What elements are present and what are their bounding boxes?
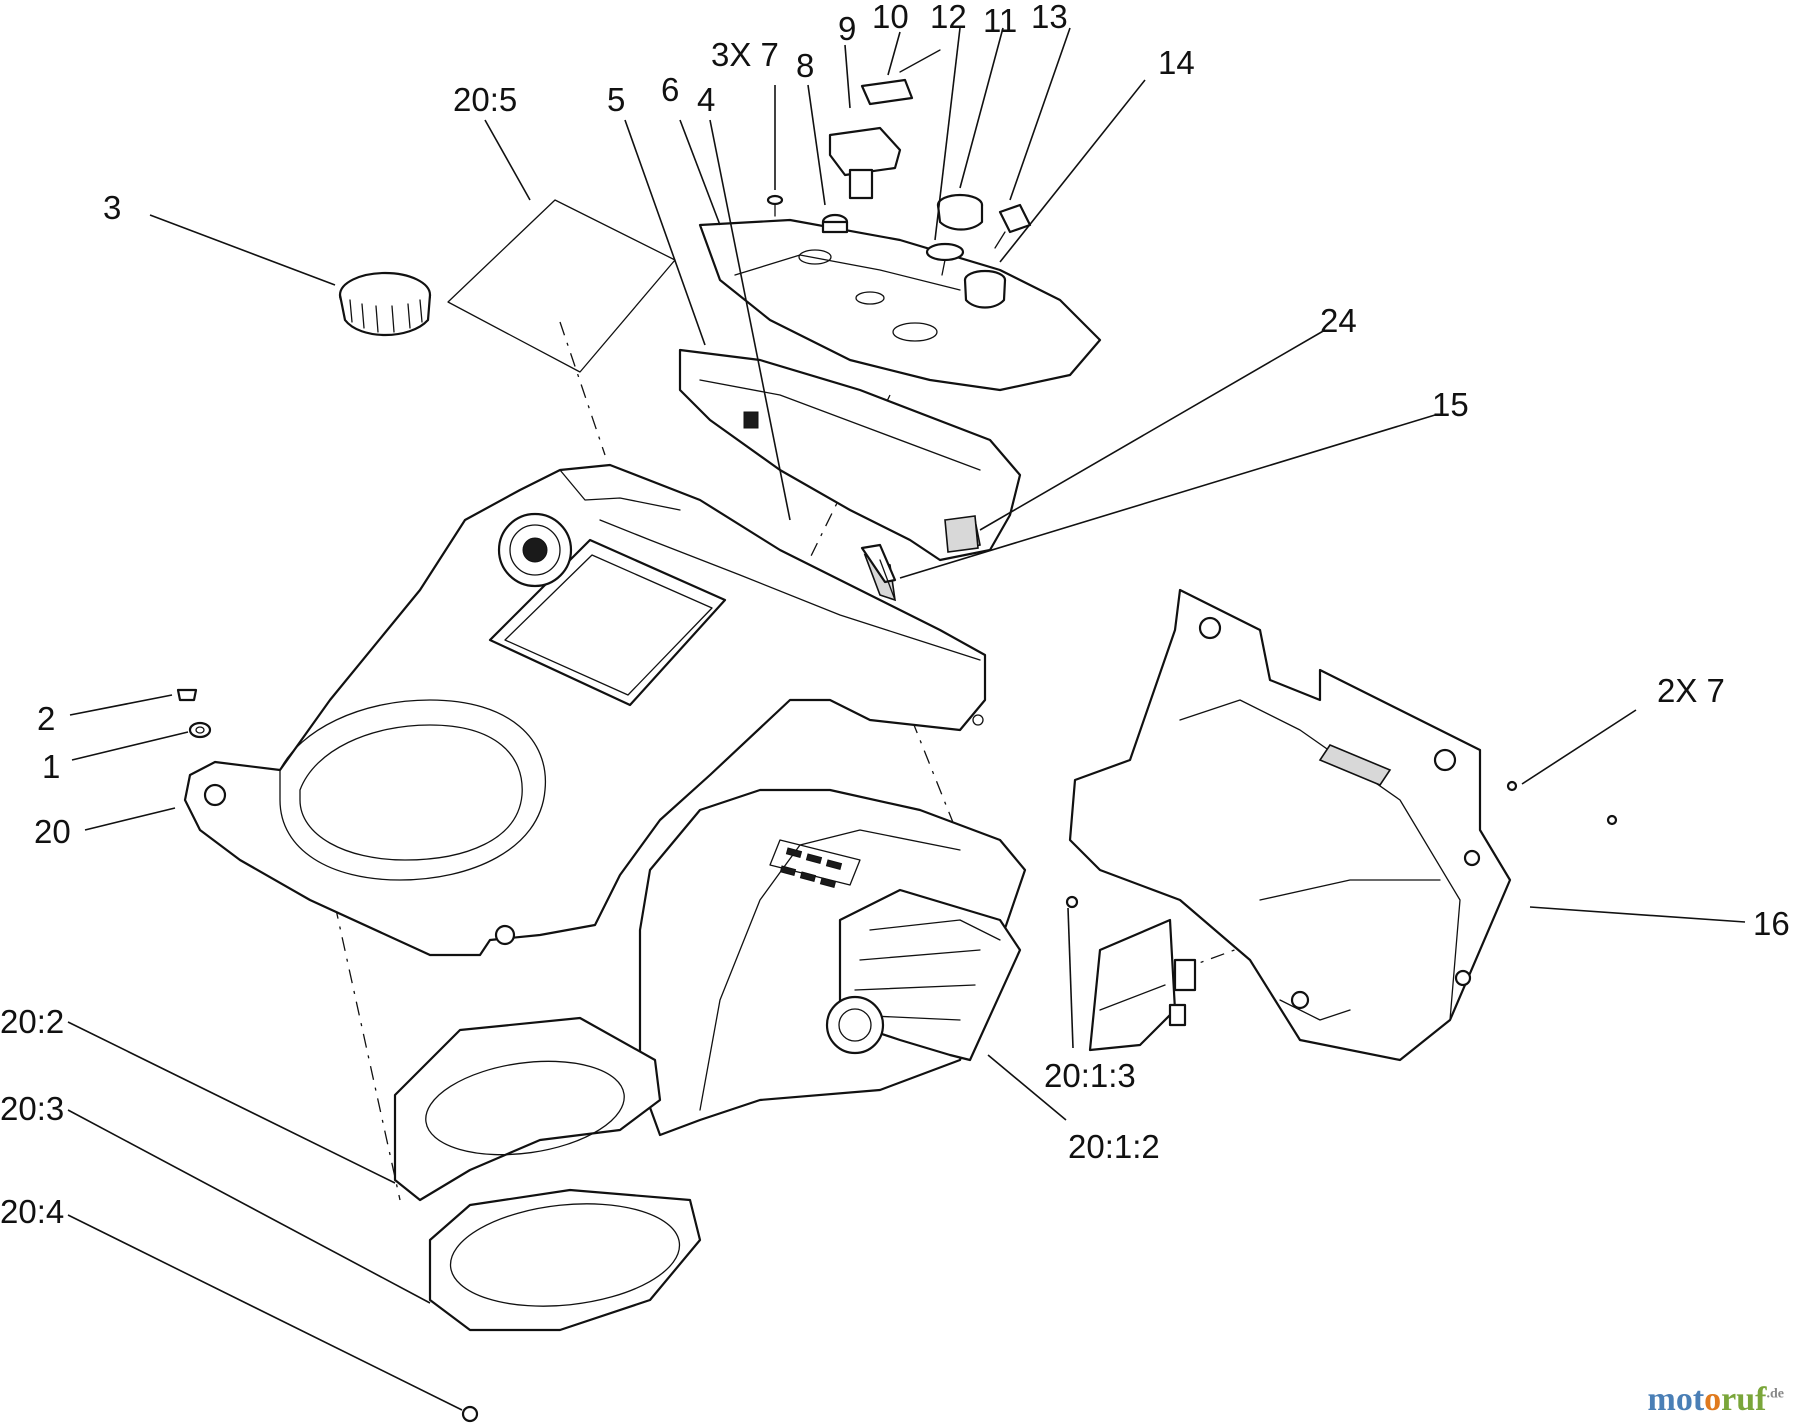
callout-20-1-3: 20:1:3 <box>1044 1057 1136 1094</box>
callout-9: 9 <box>838 10 856 47</box>
part-20-4-screw[interactable] <box>461 1405 479 1423</box>
part-20-1-3-bracket[interactable] <box>1065 895 1197 1052</box>
callout-20-1-2: 20:1:2 <box>1068 1128 1160 1165</box>
watermark-part1: mot <box>1647 1381 1705 1418</box>
callout-3x7: 3X 7 <box>711 36 779 73</box>
callout-24: 24 <box>1320 302 1357 339</box>
callout-20: 20 <box>34 813 71 850</box>
watermark-part2: o <box>1704 1381 1722 1418</box>
callout-16: 16 <box>1753 905 1790 942</box>
part-24-switch[interactable] <box>944 515 979 553</box>
callout-3: 3 <box>103 189 121 226</box>
callout-2x7: 2X 7 <box>1657 672 1725 709</box>
part-20-3-ring[interactable] <box>428 1188 702 1332</box>
watermark-suffix: .de <box>1766 1386 1785 1402</box>
callout-1: 1 <box>42 748 60 785</box>
callout-15: 15 <box>1432 386 1469 423</box>
part-20-5-decal[interactable] <box>447 199 676 373</box>
callout-20-3: 20:3 <box>0 1090 64 1127</box>
callout-20-5: 20:5 <box>453 81 517 118</box>
callout-6: 6 <box>661 71 679 108</box>
callout-11: 11 <box>983 2 1017 39</box>
callout-8: 8 <box>796 47 814 84</box>
part-20-2-gasket[interactable] <box>393 1016 662 1202</box>
part-12-bezel[interactable] <box>925 242 965 276</box>
part-9-choke-knob[interactable] <box>828 126 902 200</box>
part-6-top-panel[interactable] <box>698 218 1102 392</box>
callout-20-4: 20:4 <box>0 1193 64 1230</box>
callout-10: 10 <box>872 0 909 35</box>
watermark-part3: ruf <box>1721 1381 1767 1418</box>
vent-slots <box>779 847 843 889</box>
part-15-clip[interactable] <box>860 543 897 601</box>
leader-lines <box>67 27 1746 1411</box>
callout-12: 12 <box>930 0 967 35</box>
callout-labels: 20:5 3 5 6 4 3X 7 8 9 10 12 11 13 14 24 … <box>0 0 1790 1230</box>
part-20-shroud[interactable] <box>183 463 987 957</box>
part-3-fuel-cap[interactable] <box>338 271 432 336</box>
part-20-1-2-grille[interactable] <box>825 888 1022 1062</box>
part-10-knob-cap[interactable] <box>860 49 941 106</box>
callout-20-2: 20:2 <box>0 1003 64 1040</box>
part-8-grommet[interactable] <box>821 213 849 234</box>
callout-5: 5 <box>607 81 625 118</box>
callout-2: 2 <box>37 700 55 737</box>
part-13-key[interactable] <box>994 203 1032 249</box>
watermark-logo: motoruf.de <box>1648 1381 1784 1419</box>
part-16-side-panel[interactable] <box>1068 588 1618 1062</box>
callout-13: 13 <box>1031 0 1068 35</box>
part-11-primer-bulb[interactable] <box>936 193 984 231</box>
part-2-bolt[interactable] <box>176 688 198 702</box>
part-1-washer[interactable] <box>188 721 212 739</box>
callout-14: 14 <box>1158 44 1195 81</box>
part-7-screw-top[interactable] <box>766 194 784 217</box>
part-14-switch[interactable] <box>963 269 1007 309</box>
callout-4: 4 <box>697 81 715 118</box>
